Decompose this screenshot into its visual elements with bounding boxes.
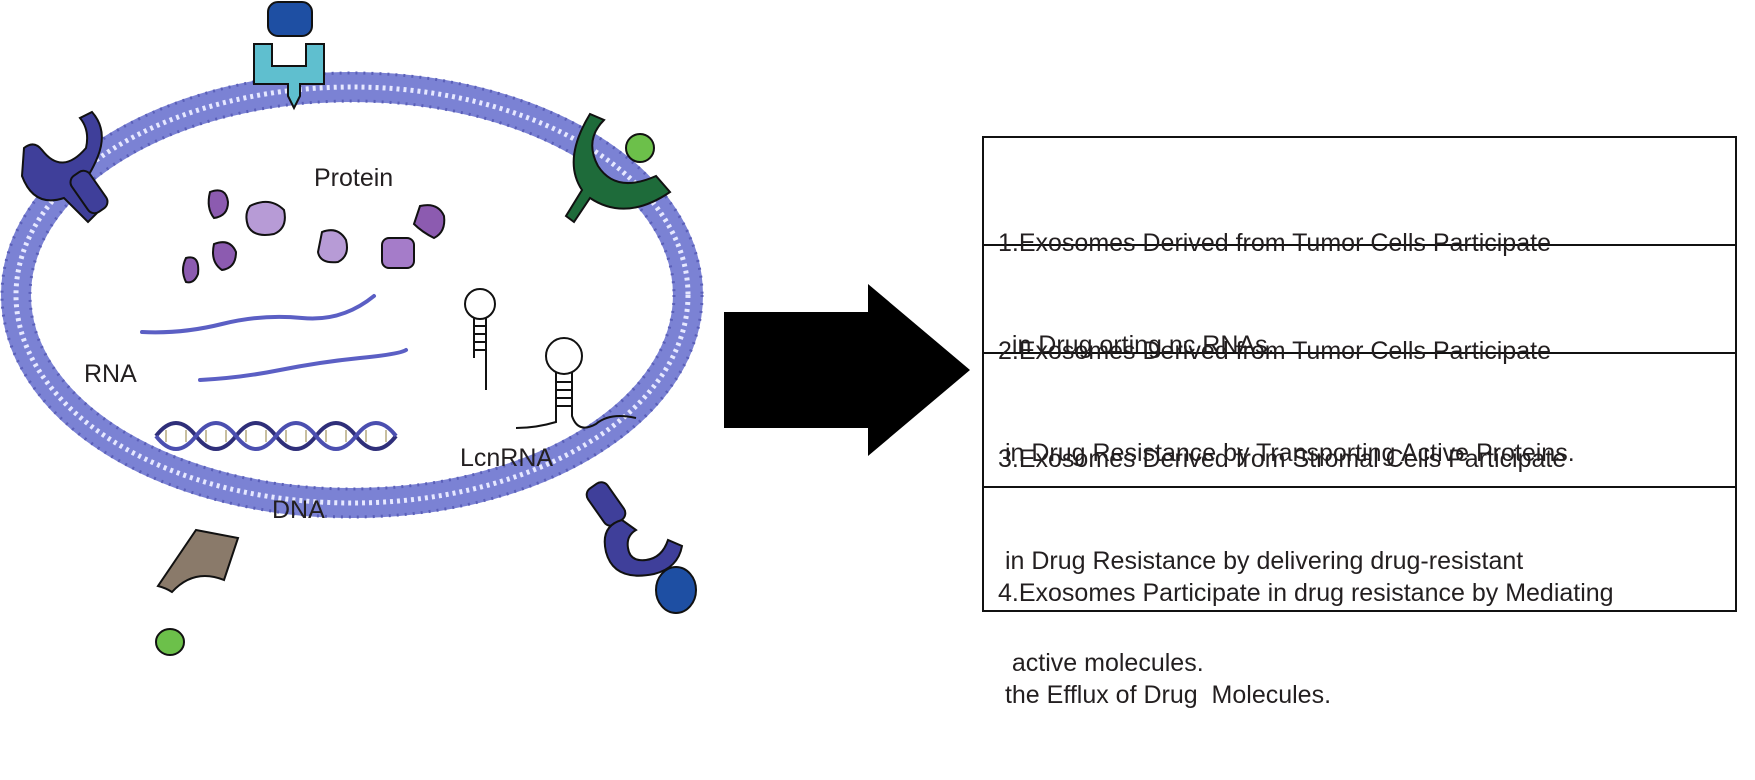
dna-helix-icon	[154, 421, 398, 451]
mechanism-4-line-1: 4.Exosomes Participate in drug resistanc…	[998, 579, 1614, 607]
label-protein: Protein	[314, 164, 393, 192]
mechanism-item-3: 3.Exosomes Derived from Stromal Cells Pa…	[984, 354, 1735, 677]
mechanism-3-line-2: in Drug Resistance by delivering drug-re…	[998, 547, 1524, 575]
blue-ligand-bottom-icon	[655, 566, 697, 614]
mechanism-list: 1.Exosomes Derived from Tumor Cells Part…	[982, 136, 1737, 709]
hairpin-rna-small-icon	[464, 288, 496, 390]
label-dna: DNA	[272, 496, 325, 524]
label-lcnrna: LcnRNA	[460, 444, 553, 472]
mechanism-item-2: 2.Exosomes Derived from Tumor Cells Part…	[984, 246, 1735, 467]
blue-ligand-icon	[267, 1, 313, 37]
label-rna: RNA	[84, 360, 137, 388]
mechanism-1-line-2: in Drug orting nc RNAs.	[998, 331, 1275, 359]
exosome-diagram: Protein RNA DNA LcnRNA	[0, 1, 970, 656]
green-molecule-icon	[155, 628, 185, 656]
y-receptor-left-icon	[20, 110, 109, 224]
right-arrow-icon	[724, 284, 970, 456]
mechanism-1-line-1: 1.Exosomes Derived from Tumor Cells Part…	[998, 229, 1551, 257]
mechanism-item-1: 1.Exosomes Derived from Tumor Cells Part…	[984, 138, 1735, 359]
rna-strands-icon	[140, 294, 408, 382]
y-receptor-bottom-right-icon	[585, 481, 697, 614]
mechanism-4-line-2: the Efflux of Drug Molecules.	[998, 681, 1332, 709]
hairpin-rna-large-icon	[515, 337, 637, 429]
protein-cluster-icon	[182, 189, 446, 284]
mechanism-item-4: 4.Exosomes Participate in drug resistanc…	[984, 488, 1735, 709]
exosome-membrane	[0, 71, 704, 519]
mechanism-2-line-1: 2.Exosomes Derived from Tumor Cells Part…	[998, 337, 1551, 365]
teal-receptor-icon	[253, 1, 325, 111]
mechanism-2-line-2: in Drug Resistance by Transporting Activ…	[998, 439, 1575, 467]
efflux-channel-icon	[155, 528, 240, 656]
mechanism-3-line-1: 3.Exosomes Derived from Stromal Cells Pa…	[998, 445, 1567, 473]
green-receptor-icon	[564, 112, 672, 224]
green-ligand-icon	[625, 133, 655, 163]
